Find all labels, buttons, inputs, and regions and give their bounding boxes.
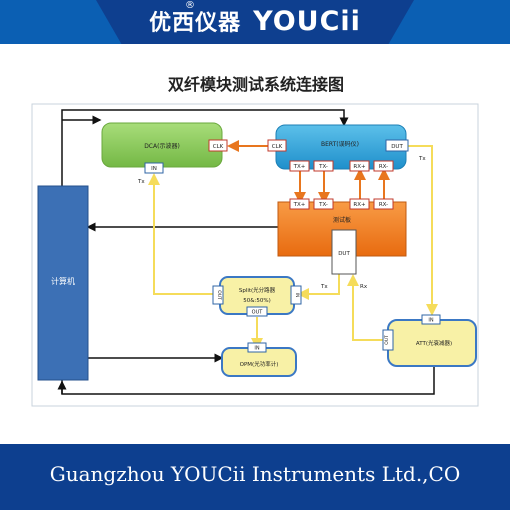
splitter-ratio: 50&:50%) — [243, 298, 271, 304]
dut-to-split-line — [297, 274, 340, 300]
bert-clk-port — [267, 139, 287, 152]
board-dut-label: DUT — [338, 251, 350, 257]
split-to-dca-line — [148, 173, 216, 295]
bert-tx-label: Tx — [418, 156, 426, 162]
bert-node: BERT(误码仪) CLK DUT Tx TX+ TX- RX+ RX- — [267, 124, 426, 172]
brand-chinese-1: 优西 — [149, 11, 196, 36]
board-rxn-port — [373, 198, 394, 210]
dca-in-label: IN — [151, 166, 157, 172]
board-txn-port — [313, 198, 334, 210]
bert-txp-port — [289, 160, 310, 172]
bert-clk-label: CLK — [272, 144, 283, 150]
header-notch — [96, 0, 414, 44]
board-txp-label: TX+ — [293, 202, 306, 208]
pc-to-bert-line — [61, 109, 349, 186]
brand-chinese-2: 仪器 — [195, 11, 242, 36]
bert-dut-to-att-line — [406, 145, 438, 316]
test-board-label: 测试板 — [333, 216, 351, 224]
dca-label: DCA(示波器) — [144, 142, 180, 150]
att-out-label: OUT — [384, 335, 390, 345]
opm-node: IN OPM(光功率计) — [221, 342, 297, 377]
att-in-label: IN — [428, 318, 433, 324]
diagram-frame — [31, 103, 479, 407]
brand: 优西仪器 YOUCii — [0, 3, 510, 39]
computer-node: 计算机 — [37, 185, 89, 381]
dca-tx-label: Tx — [137, 179, 145, 185]
splitter-in-right-label: IN — [294, 293, 300, 298]
bert-txn-label: TX- — [318, 164, 328, 170]
opm-in-label: IN — [254, 346, 259, 352]
att-to-board-line — [347, 274, 388, 341]
bert-txn-port — [313, 160, 334, 172]
splitter-label: Split(光分路器 — [239, 286, 276, 294]
att-in-port — [421, 314, 441, 325]
board-rxp-port — [349, 198, 370, 210]
board-rxp-label: RX+ — [353, 202, 366, 208]
registered-mark: ® — [185, 0, 195, 11]
splitter-out-left-label: OUT — [216, 290, 222, 300]
att-out-port — [382, 329, 394, 351]
dca-clk-port — [208, 139, 228, 152]
opm-in-port — [247, 342, 267, 353]
bert-txp-label: TX+ — [293, 164, 306, 170]
board-txn-label: TX- — [318, 202, 328, 208]
dca-clk-label: CLK — [213, 144, 224, 150]
att-label: ATT(光衰减器) — [416, 339, 452, 347]
company-name: Guangzhou YOUCii Instruments Ltd.,CO — [49, 462, 461, 486]
att-node: IN OUT ATT(光衰减器) — [382, 314, 477, 367]
opm-label: OPM(光功率计) — [240, 360, 279, 368]
board-rx-label: Rx — [360, 284, 368, 290]
splitter-out-bottom-label: OUT — [252, 310, 264, 316]
dca-in-port — [144, 162, 164, 174]
brand-english: YOUCii — [253, 5, 361, 37]
brand-chinese: 优西仪器 — [149, 5, 241, 37]
diagram-canvas: 双纤模块测试系统连接图 计算机 DCA(示波器) CLK IN Tx BERT(… — [14, 62, 496, 444]
bert-rxn-port — [373, 160, 394, 172]
splitter-out-bottom-port — [246, 306, 268, 317]
splitter-node: OUT IN Split(光分路器 50&:50%) OUT — [212, 276, 302, 317]
bert-dut-port — [385, 139, 409, 152]
board-rxn-label: RX- — [379, 202, 388, 208]
bert-dut-label: DUT — [391, 144, 403, 150]
board-txp-port — [289, 198, 310, 210]
board-dut-module — [331, 229, 357, 275]
connection-diagram: 双纤模块测试系统连接图 计算机 DCA(示波器) CLK IN Tx BERT(… — [31, 75, 479, 407]
splitter-in-right-port — [290, 285, 302, 305]
computer-label: 计算机 — [51, 276, 75, 286]
bert-rxn-label: RX- — [379, 164, 388, 170]
bert-rxp-port — [349, 160, 370, 172]
diagram-title: 双纤模块测试系统连接图 — [168, 75, 344, 94]
board-tx-label: Tx — [320, 284, 328, 290]
bert-label: BERT(误码仪) — [321, 140, 359, 148]
footer-band — [0, 444, 510, 510]
computer-box — [37, 185, 89, 381]
bert-rxp-label: RX+ — [353, 164, 366, 170]
test-board-node: TX+ TX- RX+ RX- 测试板 DUT Tx Rx — [277, 198, 407, 290]
splitter-out-left-port — [212, 285, 224, 305]
dca-node: DCA(示波器) CLK IN Tx — [101, 122, 228, 185]
